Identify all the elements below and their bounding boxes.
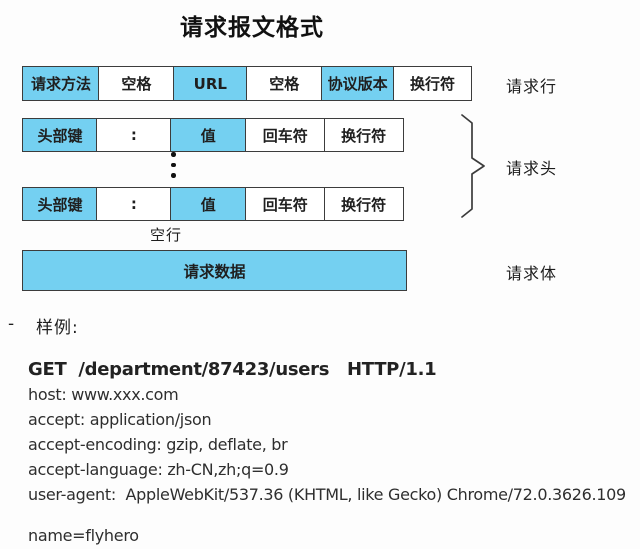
request-line-label: 请求行: [506, 77, 558, 96]
carriage-return-cell: 回车符: [245, 187, 326, 221]
carriage-return-cell: 回车符: [245, 118, 326, 152]
right-curly-brace-icon: [461, 114, 485, 218]
url-cell: URL: [172, 66, 248, 101]
colon-cell: :: [96, 118, 172, 152]
example-request-code: GET /department/87423/users HTTP/1.1 hos…: [28, 357, 626, 548]
value-cell: 值: [169, 118, 247, 152]
request-data-box: 请求数据: [22, 250, 407, 291]
request-header-label: 请求头: [506, 159, 558, 178]
newline-cell: 换行符: [393, 66, 473, 101]
value-cell: 值: [169, 187, 247, 221]
request-method-cell: 请求方法: [22, 66, 100, 101]
space-cell: 空格: [246, 66, 323, 101]
newline-cell: 换行符: [323, 118, 404, 152]
request-header-accept-language: accept-language: zh-CN,zh;q=0.9: [28, 460, 289, 479]
ellipsis-dot: [171, 162, 176, 167]
ellipsis-dot: [171, 152, 176, 157]
request-body-data: name=flyhero: [28, 526, 139, 545]
vertical-ellipsis-icon: [171, 152, 176, 178]
colon-cell: :: [96, 187, 172, 221]
example-heading: 样例:: [36, 318, 79, 338]
protocol-version-cell: 协议版本: [320, 66, 395, 101]
blank-line-label: 空行: [150, 226, 183, 244]
request-body-label: 请求体: [506, 264, 558, 283]
example-bullet-dash: -: [8, 314, 15, 334]
header-key-cell: 头部键: [22, 187, 98, 221]
request-header-user-agent: user-agent: AppleWebKit/537.36 (KHTML, l…: [28, 485, 626, 504]
header-key-cell: 头部键: [22, 118, 98, 152]
ellipsis-dot: [171, 173, 176, 178]
page-title: 请求报文格式: [180, 15, 324, 41]
header-line-row: 头部键 : 值 回车符 换行符: [22, 187, 404, 221]
request-start-line: GET /department/87423/users HTTP/1.1: [28, 359, 437, 380]
request-header-accept-encoding: accept-encoding: gzip, deflate, br: [28, 435, 288, 454]
request-line-row: 请求方法 空格 URL 空格 协议版本 换行符: [22, 66, 473, 101]
header-line-row: 头部键 : 值 回车符 换行符: [22, 118, 404, 152]
space-cell: 空格: [98, 66, 175, 101]
request-header-host: host: www.xxx.com: [28, 385, 179, 404]
newline-cell: 换行符: [323, 187, 404, 221]
request-header-accept: accept: application/json: [28, 410, 212, 429]
